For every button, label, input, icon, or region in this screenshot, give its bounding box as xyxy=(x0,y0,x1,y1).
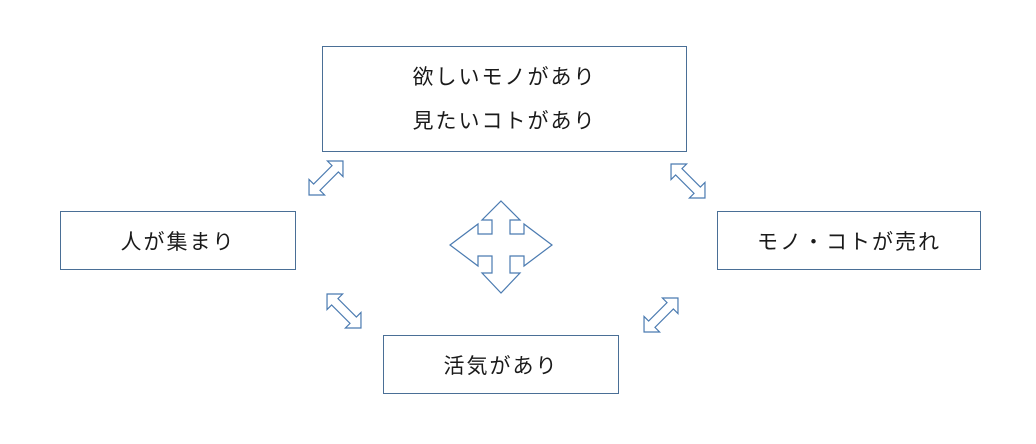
double-arrow-bottom-right-icon xyxy=(635,289,687,341)
double-arrow-top-left-icon xyxy=(300,152,352,204)
node-right-label: モノ・コトが売れ xyxy=(757,229,941,254)
node-top: 欲しいモノがあり 見たいコトがあり xyxy=(322,46,687,152)
node-left-label: 人が集まり xyxy=(120,229,236,254)
node-top-line1: 欲しいモノがあり xyxy=(412,65,597,89)
node-bottom-label: 活気があり xyxy=(443,353,559,378)
node-right: モノ・コトが売れ xyxy=(717,211,981,270)
node-left: 人が集まり xyxy=(60,211,296,270)
double-arrow-bottom-left-icon xyxy=(318,285,370,337)
double-arrow-top-right-icon xyxy=(662,155,714,207)
node-top-line2: 見たいコトがあり xyxy=(412,109,597,133)
four-way-arrow-icon xyxy=(449,200,553,294)
node-bottom: 活気があり xyxy=(383,335,619,394)
